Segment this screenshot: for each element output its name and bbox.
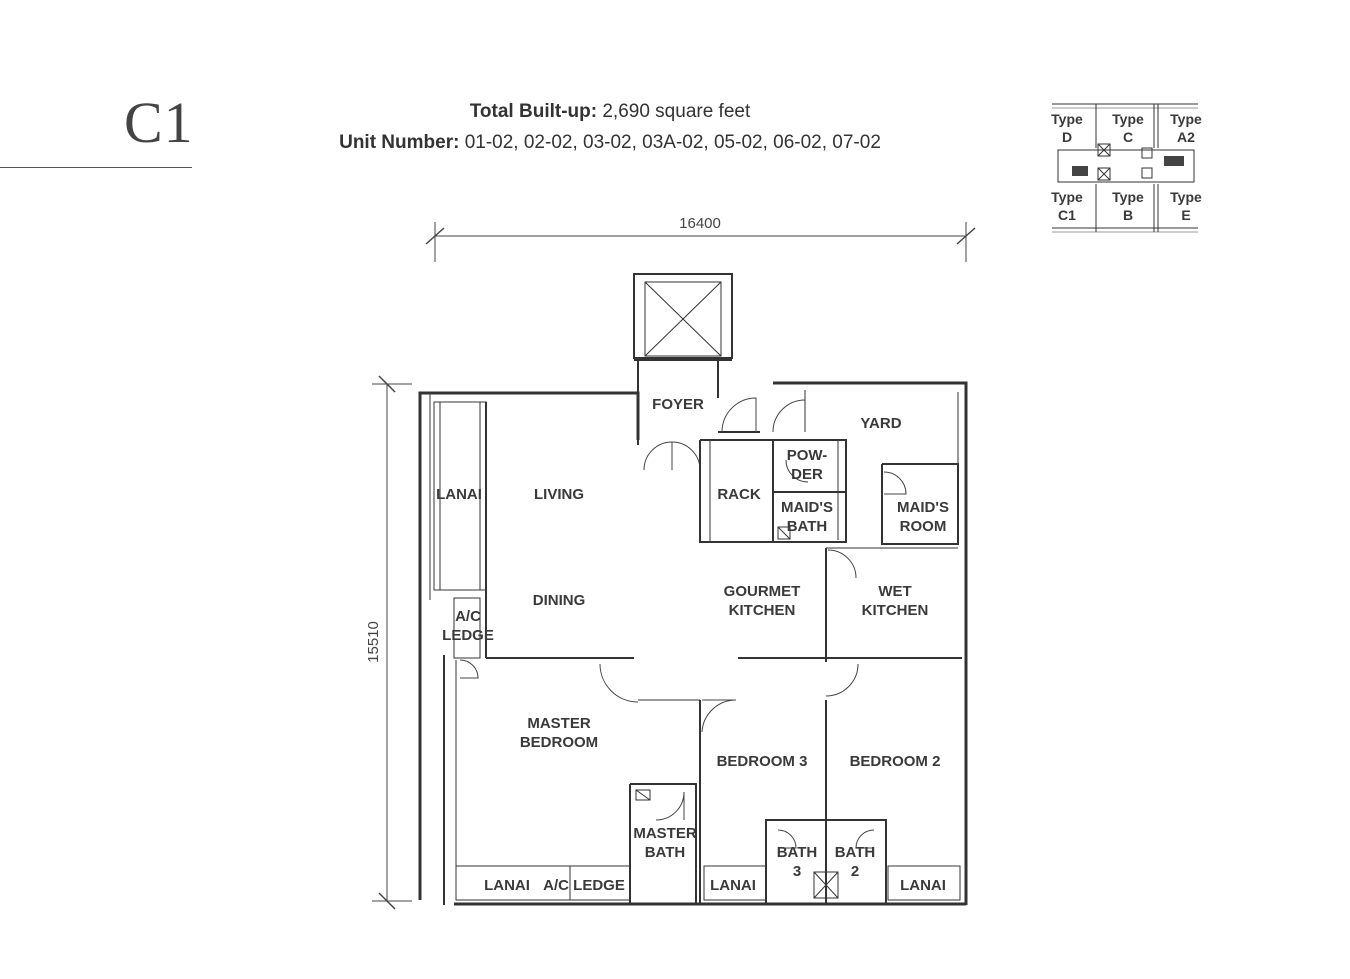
title-underline	[0, 167, 192, 168]
room-label-lanai-bottom-right: LANAI	[900, 877, 946, 894]
room-label-bath-2-line1: BATH	[835, 844, 876, 861]
room-label-lanai-bottom-mid: LANAI	[710, 877, 756, 894]
room-label-gourmet-kitchen-line1: GOURMET	[724, 583, 801, 600]
built-up-value: 2,690 square feet	[602, 101, 751, 122]
room-label-lanai-left: LANAI	[436, 486, 482, 503]
key-type-e-line1: Type	[1170, 189, 1202, 205]
bedroom-walls	[455, 659, 827, 904]
middle-walls	[486, 657, 962, 733]
room-label-maids-room-line1: MAID'S	[897, 499, 949, 516]
unit-number-label: Unit Number:	[339, 132, 460, 153]
room-label-bedroom-3: BEDROOM 3	[717, 753, 808, 770]
key-plan: Type D Type C Type A2 Type C1 Type B Typ…	[1051, 103, 1202, 233]
key-type-c1-line2: C1	[1058, 207, 1076, 223]
room-label-powder-line2: DER	[791, 466, 823, 483]
lift-shaft	[633, 273, 733, 361]
bottom-lanai-walls	[455, 865, 961, 901]
key-type-d-line1: Type	[1051, 111, 1083, 127]
room-label-gourmet-kitchen-line2: KITCHEN	[729, 602, 796, 619]
room-label-foyer: FOYER	[652, 396, 704, 413]
room-label-bedroom-2: BEDROOM 2	[850, 753, 941, 770]
room-label-bath-3-line1: BATH	[777, 844, 818, 861]
unit-type-title: C1	[124, 90, 194, 155]
key-type-c-line1: Type	[1112, 111, 1144, 127]
room-label-master-bedroom-line2: BEDROOM	[520, 734, 598, 751]
key-type-a2-line2: A2	[1177, 129, 1195, 145]
room-label-lanai-bottom-left: LANAI	[484, 877, 530, 894]
room-label-yard: YARD	[860, 415, 901, 432]
service-block-walls	[699, 439, 847, 543]
key-type-c1-line1: Type	[1051, 189, 1083, 205]
unit-number-line: Unit Number: 01-02, 02-02, 03-02, 03A-02…	[280, 132, 940, 154]
bath-2-3-walls	[765, 819, 887, 904]
foyer-walls	[637, 390, 806, 471]
room-label-bath-3-line2: 3	[793, 863, 801, 880]
room-label-ac-ledge-left-line1: A/C	[455, 608, 481, 625]
room-label-master-bath-line1: MASTER	[633, 825, 697, 842]
width-dimension-label: 16400	[679, 215, 721, 232]
room-label-bath-2-line2: 2	[851, 863, 859, 880]
built-up-label: Total Built-up:	[469, 101, 598, 122]
room-label-ac-ledge-left-line2: LEDGE	[442, 627, 494, 644]
key-type-d-line2: D	[1062, 129, 1072, 145]
width-dimension: 16400	[425, 215, 976, 262]
key-type-a2-line1: Type	[1170, 111, 1202, 127]
room-label-powder-line1: POW-	[787, 447, 828, 464]
depth-dimension-label: 15510	[365, 621, 382, 663]
key-type-c-line2: C	[1123, 129, 1133, 145]
room-label-master-bath-line2: BATH	[645, 844, 686, 861]
room-label-living: LIVING	[534, 486, 584, 503]
unit-number-value: 01-02, 02-02, 03-02, 03A-02, 05-02, 06-0…	[464, 132, 881, 153]
built-up-line: Total Built-up: 2,690 square feet	[280, 101, 940, 123]
room-label-wet-kitchen-line2: KITCHEN	[862, 602, 929, 619]
outer-walls	[418, 360, 968, 906]
room-label-maids-room-line2: ROOM	[900, 518, 947, 535]
room-label-maids-bath-line1: MAID'S	[781, 499, 833, 516]
room-label-dining: DINING	[533, 592, 586, 609]
room-label-ac-ledge-bottom: A/C LEDGE	[543, 877, 625, 894]
key-type-b-line2: B	[1123, 207, 1133, 223]
yard-and-maids-room-walls	[881, 392, 959, 545]
key-type-e-line2: E	[1181, 207, 1190, 223]
room-label-rack: RACK	[717, 486, 760, 503]
kitchen-walls	[825, 547, 958, 662]
key-type-b-line1: Type	[1112, 189, 1144, 205]
room-label-maids-bath-line2: BATH	[787, 518, 828, 535]
room-label-master-bedroom-line1: MASTER	[527, 715, 591, 732]
depth-dimension: 15510	[365, 375, 412, 910]
left-lanai-walls	[433, 401, 487, 659]
room-label-wet-kitchen-line1: WET	[878, 583, 911, 600]
